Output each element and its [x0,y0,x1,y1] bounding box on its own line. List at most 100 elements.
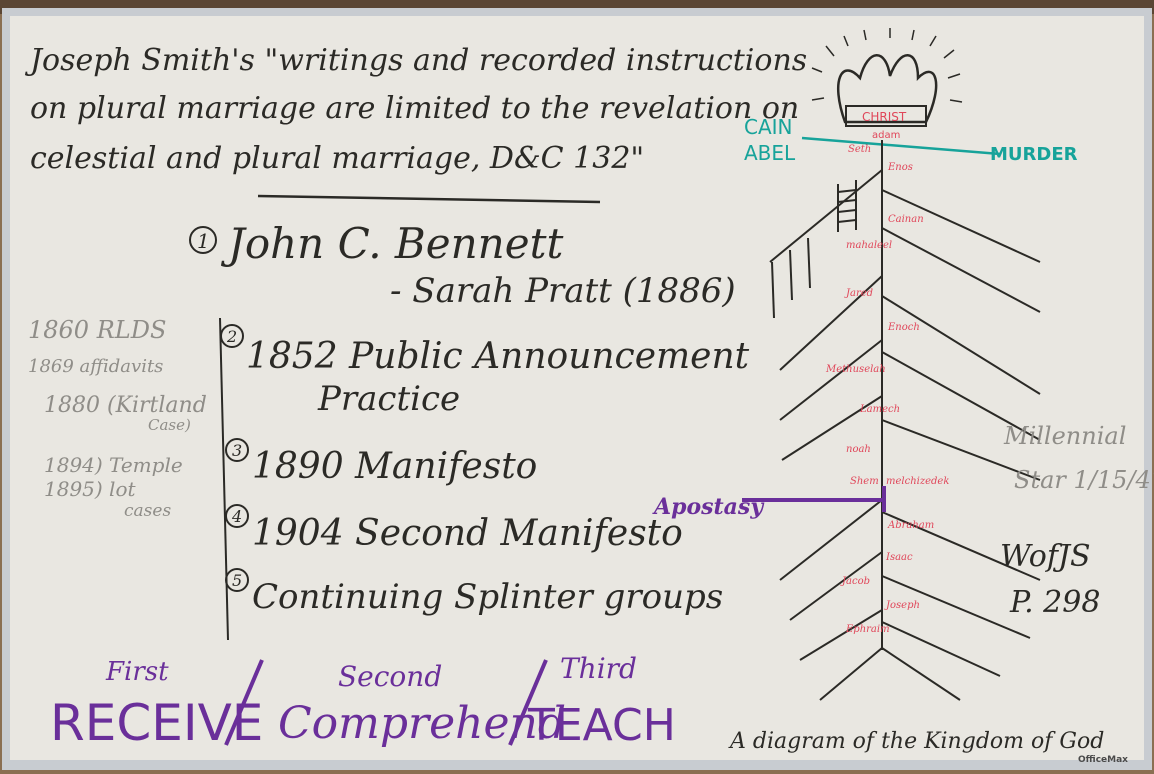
item-1-name: John C. Bennett [220,219,563,268]
right-notes: Millennial Star 1/15/47 WofJS P. 298 [1000,422,1154,620]
name-cainan: Cainan [888,214,924,225]
name-abraham: Abraham [887,520,934,531]
name-lamech: Lamech [859,404,900,415]
item-3-circle [225,438,249,462]
name-jared: Jared [844,288,873,299]
name-enoch: Enoch [887,322,920,333]
side-note-3b: Case) [148,416,191,434]
branch-right-5 [881,419,1041,481]
item-5-circle [225,568,249,592]
name-jacob: Jacob [840,576,870,587]
diagram-caption: A diagram of the Kingdom of God [728,729,1104,754]
board-surface [10,16,1144,760]
item-4-circle [225,504,249,528]
name-methuselah: Methuselah [825,364,886,375]
stage-first-word: RECEIVE [50,694,263,752]
stage-divider-2 [508,659,548,746]
millennial-line-1: Millennial [1003,422,1126,450]
post-3 [807,237,811,289]
kingdom-tree [769,140,1041,701]
crown-label: CHRIST [862,110,907,124]
stage-third-label: Third [560,652,637,685]
stage-second-word: Comprehend [278,698,566,749]
side-note-5: 1895) lot [44,477,136,501]
branch-right-4 [881,351,1041,441]
cain-label: CAIN [744,115,793,139]
quote-line-1: Joseph Smith's "writings and recorded in… [24,43,807,78]
murder-line [801,136,1001,156]
branch-left-3 [779,339,883,421]
side-note-2: 1869 affidavits [28,356,163,377]
genealogy-names: Seth Enos Cainan mahaleel Jared Enoch Me… [825,144,949,635]
branch-right-8 [881,621,1001,677]
stage-second-label: Second [338,660,442,693]
post-2 [789,249,793,301]
name-melchizedek: melchizedek [886,476,949,487]
name-enos: Enos [887,162,913,173]
item-1-circle [189,226,217,254]
name-noah: noah [846,444,871,455]
wjs-line-1: WofJS [1000,539,1091,574]
stage-third-word: TEACH [527,700,676,751]
name-ephraim: Ephraim [845,624,890,635]
side-note-4: 1894) Temple [44,453,183,477]
item-2-circle [220,324,244,348]
item-5-number: 5 [232,571,242,590]
item-1-sub: - Sarah Pratt (1886) [390,271,736,311]
branch-right-2 [881,227,1041,313]
millennial-line-2: Star 1/15/47 [1014,466,1154,494]
side-note-6: cases [124,501,171,521]
item-4-text: 1904 Second Manifesto [252,513,683,554]
post-1 [771,261,775,319]
top-label: adam [872,130,900,141]
abel-label: ABEL [744,141,796,165]
item-3-number: 3 [232,441,242,460]
branch-left-5 [779,499,883,581]
name-joseph: Joseph [884,600,920,611]
item-5-text: Continuing Splinter groups [252,577,723,617]
wjs-line-2: P. 298 [1009,585,1100,620]
stage-divider-1 [224,659,264,746]
branch-right-9 [881,647,961,701]
side-note-1: 1860 RLDS [28,316,166,344]
crown: CHRIST adam [811,28,963,141]
murder-label: MURDER [990,144,1078,165]
apostasy-label: Apostasy [652,494,765,520]
name-shem: Shem [850,476,879,487]
name-isaac: Isaac [885,552,913,563]
apostasy: Apostasy [652,486,886,520]
branch-left-2 [779,275,883,371]
stage-first-label: First [105,657,169,687]
item-4-number: 4 [231,507,242,526]
branch-left-8 [819,647,883,701]
item-2-number: 2 [226,327,237,346]
item-3-text: 1890 Manifesto [252,446,537,487]
branch-left-4 [781,395,883,461]
name-mahaleel: mahaleel [846,240,892,251]
side-note-3: 1880 (Kirtland [44,393,207,418]
branch-right-1 [881,189,1041,263]
quote-line-2: on plural marriage are limited to the re… [30,91,799,126]
ladder-rungs [837,189,857,223]
brand-logo: OfficeMax [1078,755,1128,765]
crown-rays [811,28,963,103]
item-1-number: 1 [197,229,210,253]
quote: Joseph Smith's "writings and recorded in… [24,43,807,176]
branch-right-6 [881,511,1041,581]
numbered-list: 1 John C. Bennett - Sarah Pratt (1886) 2… [189,219,750,641]
crown-band [845,105,927,127]
item-2-text: 1852 Public Announcement [246,336,750,377]
quote-line-3: celestial and plural marriage, D&C 132" [30,141,644,176]
branch-right-7 [881,575,1031,639]
stages: First RECEIVE Second Comprehend Third TE… [50,652,676,752]
quote-underline [257,194,601,204]
list-bracket [219,317,229,641]
branch-left-6 [789,551,883,621]
branch-right-3 [881,295,1041,395]
side-notes: 1860 RLDS 1869 affidavits 1880 (Kirtland… [28,316,207,521]
crown-outline [836,54,938,124]
cain-abel: CAIN ABEL MURDER [744,115,1078,165]
branch-left-7 [799,609,883,661]
item-2-sub: Practice [317,379,460,419]
